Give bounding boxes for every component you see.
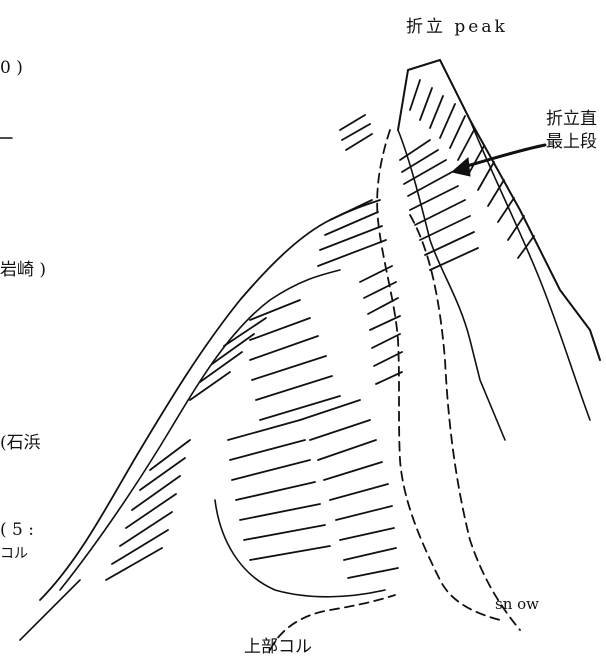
hatching-middle (318, 200, 402, 384)
hatching-upper-ridge (340, 115, 478, 270)
peak-label: 折立 peak (406, 12, 508, 37)
edge-label-5: コル (0, 543, 28, 563)
edge-label-4: ( 5 : (0, 520, 34, 540)
upper-col-label: 上部コル (244, 632, 312, 657)
arrow-head (452, 158, 470, 176)
hatching-left-slope (106, 318, 266, 580)
peak-inner-ridge (398, 130, 505, 440)
left-ridge-2 (60, 270, 340, 590)
arrow-shaft (460, 145, 545, 168)
edge-label-2: 岩崎 ) (0, 255, 46, 280)
hatching-lower-center (228, 300, 398, 578)
arrow-label-line1: 折立直 (546, 104, 597, 129)
snow-label: sn ow (495, 595, 539, 613)
arrow-label-line2: 最上段 (546, 127, 597, 152)
route-dashed-2 (410, 215, 520, 630)
edge-label-1: 0 ) (0, 58, 23, 78)
peak-inner-ridge-2 (470, 120, 590, 420)
edge-label-3: (石浜 (0, 428, 41, 453)
